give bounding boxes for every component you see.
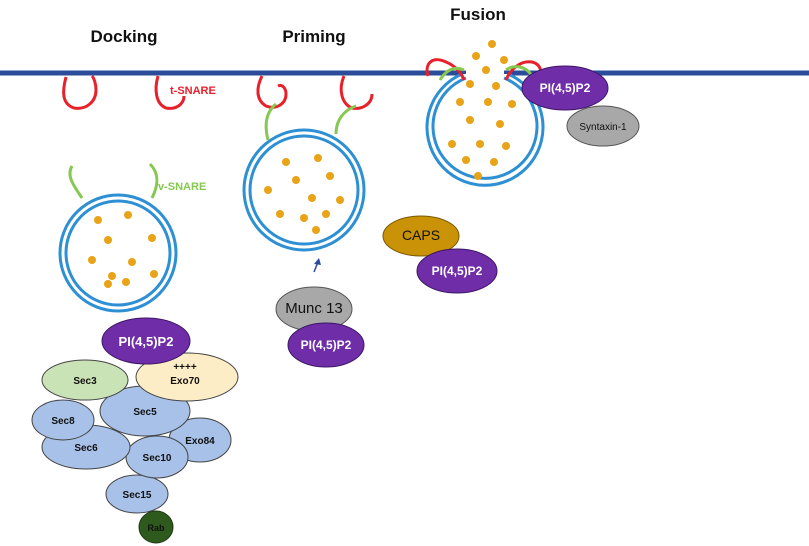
- pip2-priming: PI(4,5)P2: [287, 322, 365, 368]
- pip2-fusion-caps: PI(4,5)P2: [416, 248, 498, 294]
- stage-title-docking: Docking: [90, 27, 157, 46]
- t-snare-label: t-SNARE: [170, 85, 216, 97]
- exo70-label: Exo70: [170, 376, 200, 387]
- sec8-label: Sec8: [51, 416, 75, 427]
- rab-label: Rab: [147, 523, 165, 533]
- t-snare-docking-left: [62, 74, 98, 110]
- caps-protein: CAPS: [382, 215, 460, 257]
- pip2-priming-label: PI(4,5)P2: [301, 338, 352, 352]
- vesicle-docking: [58, 193, 178, 313]
- sec3-label: Sec3: [73, 376, 97, 387]
- t-snare-fusion-left: [425, 58, 466, 81]
- cargo-fusion: [448, 40, 516, 180]
- pip2-docking: PI(4,5)P2: [101, 317, 191, 365]
- pip2-docking-label: PI(4,5)P2: [119, 334, 174, 349]
- munc13-protein: Munc 13: [275, 286, 353, 332]
- stage-title-priming: Priming: [282, 27, 345, 46]
- sec10-label: Sec10: [143, 453, 172, 464]
- exo84-label: Exo84: [185, 436, 215, 447]
- t-snare-priming-right: [339, 75, 374, 110]
- rab-protein: Rab: [138, 510, 174, 544]
- v-snare-fusion-right: [505, 65, 534, 77]
- vesicle-priming: [242, 128, 366, 252]
- cargo-docking: [88, 211, 158, 288]
- sec8-protein: Sec8: [31, 399, 95, 441]
- priming-arrow: [313, 258, 321, 273]
- syntaxin-1-label: Syntaxin-1: [579, 122, 627, 133]
- munc13-label: Munc 13: [285, 300, 343, 317]
- sec5-label: Sec5: [133, 407, 157, 418]
- exo70-charge: ++++: [173, 362, 197, 373]
- sec10-protein: Sec10: [125, 435, 189, 479]
- pip2-fusion-membrane-label: PI(4,5)P2: [540, 81, 591, 95]
- v-snare-docking-left: [68, 165, 84, 199]
- sec15-label: Sec15: [123, 490, 152, 501]
- t-snare-docking-right: [154, 75, 186, 110]
- v-snare-priming-left: [264, 102, 278, 141]
- t-snare-priming-left: [256, 75, 288, 109]
- v-snare-priming-right: [334, 104, 357, 135]
- syntaxin-1-protein: Syntaxin-1: [566, 105, 640, 147]
- exo70-protein: ++++ Exo70: [135, 352, 239, 402]
- pip2-fusion-membrane: PI(4,5)P2: [521, 65, 609, 111]
- cargo-priming: [264, 154, 344, 234]
- pip2-fusion-caps-label: PI(4,5)P2: [432, 264, 483, 278]
- stage-title-fusion: Fusion: [450, 5, 506, 24]
- sec6-label: Sec6: [74, 443, 98, 454]
- v-snare-docking-right: [148, 162, 159, 199]
- v-snare-label: v-SNARE: [158, 181, 206, 193]
- sec15-protein: Sec15: [105, 474, 169, 514]
- sec3-protein: Sec3: [41, 359, 129, 401]
- caps-label: CAPS: [402, 227, 440, 243]
- v-snare-fusion-left: [438, 66, 465, 81]
